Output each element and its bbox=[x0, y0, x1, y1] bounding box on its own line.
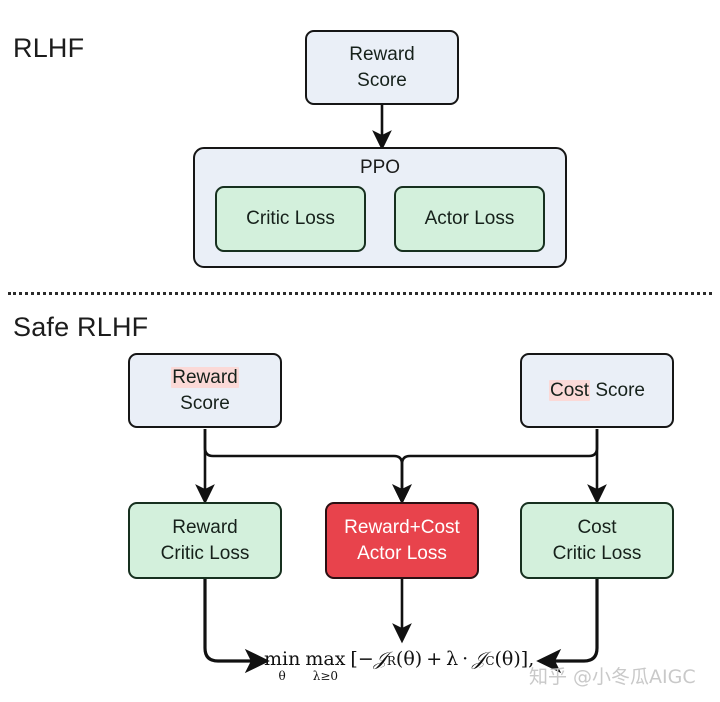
watermark: 知乎 @小冬瓜AIGC bbox=[529, 666, 696, 688]
section-title-rlhf: RLHF bbox=[13, 33, 85, 63]
term2-symbol: 𝒥 bbox=[472, 648, 486, 670]
node-critic-loss[interactable]: Critic Loss bbox=[215, 186, 366, 252]
bracket-open: [ bbox=[350, 648, 358, 670]
lambda-symbol: λ bbox=[446, 648, 459, 670]
wire-reward-score-to-actor-loss bbox=[203, 429, 412, 505]
section-title-safe-rlhf: Safe RLHF bbox=[13, 312, 149, 342]
node-label-line2: Critic Loss bbox=[552, 542, 642, 564]
node-label: Critic Loss bbox=[246, 208, 335, 230]
bracket-close: ], bbox=[520, 648, 535, 670]
wire-cost-score-to-actor-loss bbox=[392, 429, 599, 505]
node-reward-cost-actor-loss[interactable]: Reward+Cost Actor Loss bbox=[325, 502, 479, 579]
max-operator: max λ≥0 bbox=[305, 648, 346, 683]
node-actor-loss[interactable]: Actor Loss bbox=[394, 186, 545, 252]
section-divider bbox=[8, 292, 712, 295]
node-label: Actor Loss bbox=[424, 208, 515, 230]
node-reward-score-safe[interactable]: Reward Score bbox=[128, 353, 282, 428]
node-label-line1: Cost bbox=[577, 517, 617, 539]
node-cost-score[interactable]: Cost Score bbox=[520, 353, 674, 428]
node-label-line1: Reward+Cost bbox=[344, 517, 460, 539]
term2-argument: (θ) bbox=[494, 648, 521, 670]
dot-operator: · bbox=[462, 648, 469, 670]
node-label-line1: Reward bbox=[171, 365, 239, 390]
wire-cost-critic-to-objective bbox=[536, 579, 599, 674]
node-cost-critic-loss[interactable]: Cost Critic Loss bbox=[520, 502, 674, 579]
group-ppo-label: PPO bbox=[359, 157, 401, 178]
node-label-line2: Actor Loss bbox=[357, 542, 447, 564]
node-label-line2: Score bbox=[357, 69, 407, 91]
highlight-cost: Cost bbox=[549, 379, 591, 401]
node-label-line2: Score bbox=[180, 392, 230, 414]
highlight-reward: Reward bbox=[171, 367, 239, 389]
node-label-line1: Reward bbox=[172, 517, 238, 539]
wire-reward-critic-to-objective bbox=[203, 579, 270, 674]
term1-sign: − bbox=[357, 648, 374, 670]
plus-sign: + bbox=[426, 648, 443, 670]
node-label-line1: Reward bbox=[349, 44, 415, 66]
term1-argument: (θ) bbox=[395, 648, 423, 670]
node-label-line2: Critic Loss bbox=[160, 542, 250, 564]
objective-formula: min θ max λ≥0 [ − 𝒥 R (θ) + λ · 𝒥 C (θ) … bbox=[264, 648, 534, 682]
term1-symbol: 𝒥 bbox=[373, 648, 387, 670]
term2-subscript: C bbox=[485, 654, 495, 668]
node-reward-critic-loss[interactable]: Reward Critic Loss bbox=[128, 502, 282, 579]
node-reward-score-rlhf[interactable]: Reward Score bbox=[305, 30, 459, 105]
node-label-rest: Score bbox=[590, 379, 645, 401]
min-operator: min θ bbox=[264, 648, 301, 683]
term1-subscript: R bbox=[386, 654, 396, 668]
node-label-line1: Cost Score bbox=[549, 378, 645, 403]
